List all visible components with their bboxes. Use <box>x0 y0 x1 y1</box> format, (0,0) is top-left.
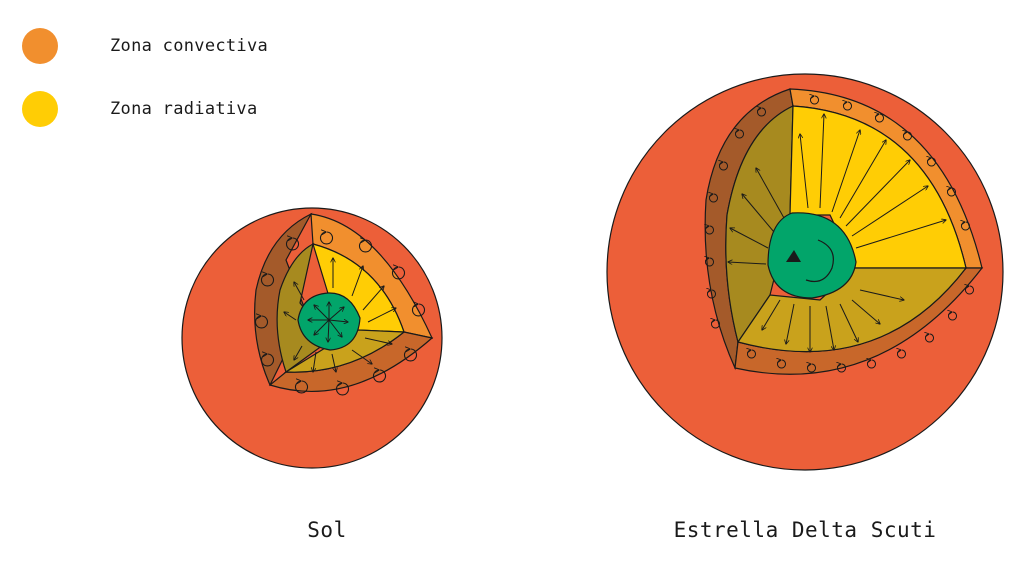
sun-radiative-arrows <box>284 258 396 372</box>
delta-scuti-convection-loops <box>706 96 974 373</box>
sun-core-arrows <box>308 302 348 342</box>
delta-scuti-radiative-zone-bottom <box>737 267 968 353</box>
triangle-icon <box>786 250 801 262</box>
sun-caption: Sol <box>307 518 347 542</box>
delta-scuti-core <box>767 212 857 299</box>
delta-scuti-radiative-arrows <box>728 114 946 352</box>
sun-star <box>181 207 443 469</box>
legend-label-convective: Zona convectiva <box>110 36 269 56</box>
delta-scuti-core-rotation <box>805 239 834 283</box>
sun-convection-loops <box>254 232 426 396</box>
convective-zone-swatch <box>22 28 58 64</box>
legend-label-radiative: Zona radiativa <box>110 99 258 119</box>
delta-scuti-star <box>606 73 1004 471</box>
delta-scuti-caption: Estrella Delta Scuti <box>673 518 937 542</box>
radiative-zone-swatch <box>22 91 58 127</box>
delta-scuti-radiative-zone-left <box>725 105 794 344</box>
